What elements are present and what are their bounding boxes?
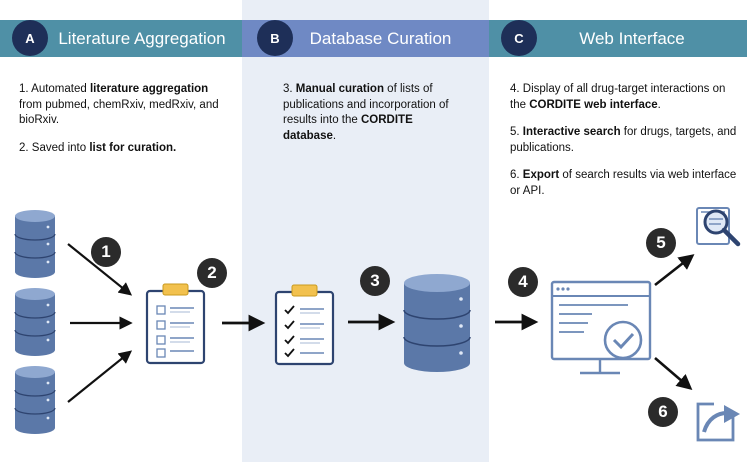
search-icon [696,207,741,247]
step-3-marker: 3 [360,266,390,296]
cordite-database-icon [403,273,471,373]
step-2-text: 2. Saved into list for curation. [19,141,177,154]
step-3-text: 3. Manual curation of lists of publicati… [283,83,449,142]
curated-list-clipboard-icon [274,284,335,366]
section-b-description: 3. Manual curation of lists of publicati… [283,82,463,144]
section-a-title: Literature Aggregation [58,28,226,48]
section-b-title: Database Curation [309,28,452,48]
step-6-marker: 6 [648,397,678,427]
section-c-title: Web Interface [579,28,685,48]
step-4-text: 4. Display of all drug-target interactio… [510,83,726,111]
database-pubmed-icon [14,209,56,279]
step-5-text: 5. Interactive search for drugs, targets… [510,126,737,154]
curation-panel-background [242,0,489,462]
section-c-badge: C [501,20,537,56]
web-interface-window-icon [550,280,652,375]
section-b-badge: B [257,20,293,56]
step-1-text: 1. Automated literature aggregation from… [19,83,219,126]
step-6-text: 6. Export of search results via web inte… [510,169,737,197]
step-2-marker: 2 [197,258,227,288]
arrow-5 [654,254,695,287]
step-4-marker: 4 [508,267,538,297]
section-a-badge: A [12,20,48,56]
arrow-1c [67,350,133,403]
section-c-description: 4. Display of all drug-target interactio… [510,82,738,199]
database-preprint-icon [14,287,56,357]
database-source-icon [14,365,56,435]
curation-list-clipboard-icon [145,283,206,365]
step-5-marker: 5 [646,228,676,258]
arrow-6 [654,357,693,391]
arrow-1a [67,243,133,296]
step-1-marker: 1 [91,237,121,267]
export-icon [696,402,740,442]
section-a-description: 1. Automated literature aggregation from… [19,82,229,156]
